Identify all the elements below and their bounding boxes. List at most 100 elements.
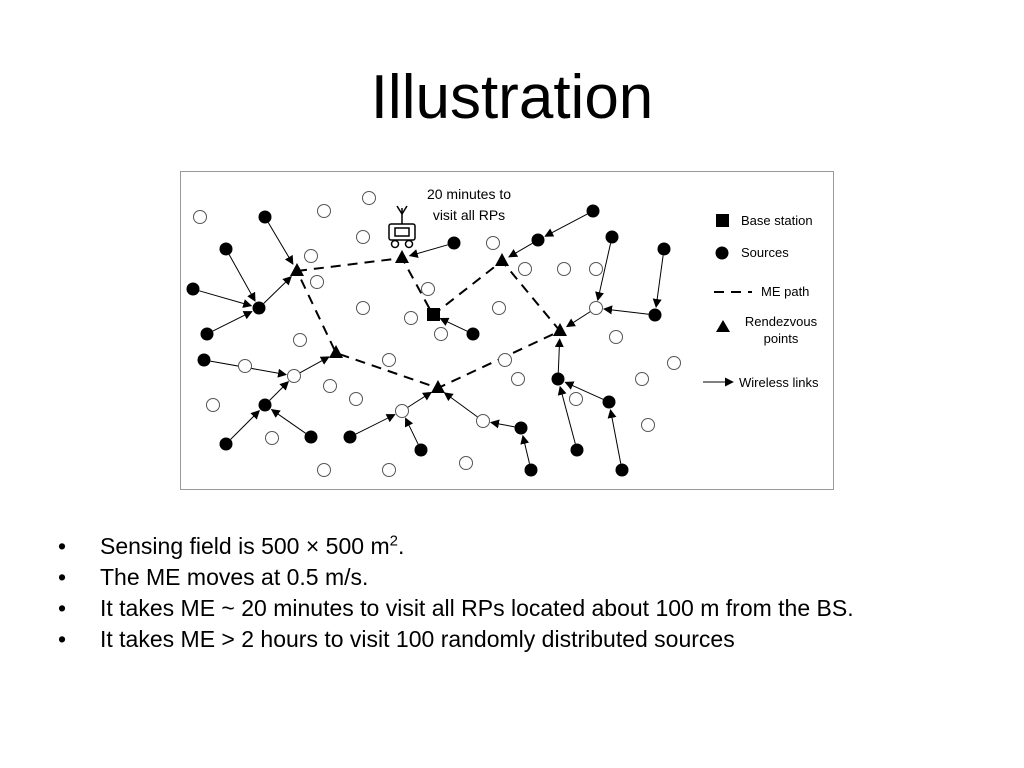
slide-title: Illustration bbox=[370, 63, 654, 132]
sources bbox=[186, 204, 671, 477]
sensor-node bbox=[635, 372, 649, 386]
network-diagram: 20 minutes to visit all RPs Base station… bbox=[180, 171, 834, 490]
source-node bbox=[615, 463, 629, 477]
sensor-node bbox=[609, 330, 623, 344]
legend-base-station-symbol bbox=[716, 214, 729, 227]
bullet-marker: • bbox=[58, 626, 67, 652]
bullet-marker: • bbox=[58, 533, 67, 559]
wireless-link bbox=[557, 385, 576, 444]
sensor-node bbox=[238, 359, 252, 373]
rendezvous-point bbox=[290, 263, 304, 276]
sensor-node bbox=[459, 456, 473, 470]
diagram-frame bbox=[180, 171, 834, 490]
sensor-node bbox=[304, 249, 318, 263]
legend-base-station-label: Base station bbox=[741, 213, 813, 228]
sensor-node bbox=[193, 210, 207, 224]
wireless-links bbox=[199, 213, 664, 464]
source-node bbox=[252, 301, 266, 315]
bullet-item: • It takes ME > 2 hours to visit 100 rand… bbox=[58, 624, 854, 655]
bullet-text: The ME moves at 0.5 m/s. bbox=[100, 564, 369, 590]
source-node bbox=[602, 395, 616, 409]
source-node bbox=[304, 430, 318, 444]
wireless-link bbox=[407, 391, 433, 408]
source-node bbox=[514, 421, 528, 435]
bullet-list: • Sensing field is 500 × 500 m2. • The ME … bbox=[58, 531, 854, 655]
sensor-node bbox=[492, 301, 506, 315]
sensor-node bbox=[589, 262, 603, 276]
rendezvous-point bbox=[495, 253, 509, 266]
wireless-link bbox=[595, 243, 612, 302]
wireless-link bbox=[544, 213, 588, 237]
sensor-node bbox=[486, 236, 500, 250]
source-node bbox=[219, 437, 233, 451]
sensor-node bbox=[382, 353, 396, 367]
sensor-node bbox=[498, 353, 512, 367]
wireless-link bbox=[269, 381, 289, 401]
sensor-node bbox=[557, 262, 571, 276]
bullet-marker: • bbox=[58, 564, 67, 590]
sensor-node bbox=[323, 379, 337, 393]
wireless-link bbox=[439, 317, 468, 332]
source-node bbox=[551, 372, 565, 386]
wireless-link bbox=[489, 419, 515, 429]
rendezvous-point bbox=[329, 345, 343, 358]
me-path bbox=[296, 256, 562, 390]
legend-sources-label: Sources bbox=[741, 245, 789, 260]
legend-wireless-links-label: Wireless links bbox=[739, 375, 819, 390]
legend: Base station Sources ME path Rendezvous … bbox=[703, 213, 819, 390]
wireless-link bbox=[299, 356, 330, 374]
source-node bbox=[466, 327, 480, 341]
legend-source-symbol bbox=[715, 246, 729, 260]
legend-rendezvous-symbol bbox=[716, 320, 730, 332]
network-diagram-svg: 20 minutes to visit all RPs Base station… bbox=[180, 171, 834, 490]
source-node bbox=[648, 308, 662, 322]
rendezvous-points bbox=[290, 250, 567, 393]
sensor-node bbox=[404, 311, 418, 325]
wireless-link bbox=[565, 311, 591, 328]
sensor-node bbox=[641, 418, 655, 432]
sensor-node bbox=[589, 301, 603, 315]
rendezvous-point bbox=[431, 380, 445, 393]
wireless-link bbox=[270, 409, 306, 434]
sensor-node bbox=[667, 356, 681, 370]
wireless-link bbox=[508, 242, 533, 258]
sensor-node bbox=[317, 463, 331, 477]
sensor-node bbox=[287, 369, 301, 383]
sensor-node bbox=[434, 327, 448, 341]
annotation-line-2: visit all RPs bbox=[433, 207, 505, 223]
bullet-item: •It takes ME ~ 20 minutes to visit all R… bbox=[58, 593, 854, 624]
wireless-link bbox=[199, 290, 253, 308]
bullet-superscript: 2 bbox=[389, 532, 398, 550]
sensor-node bbox=[349, 392, 363, 406]
wireless-link bbox=[520, 434, 530, 464]
wireless-link bbox=[652, 255, 664, 308]
me-path-line bbox=[296, 256, 562, 390]
sensor-node bbox=[362, 191, 376, 205]
bullet-text: It takes ME > 2 hours to visit 100 rando… bbox=[100, 626, 735, 652]
bullet-item: • Sensing field is 500 × 500 m2. bbox=[58, 531, 854, 562]
wireless-link bbox=[603, 305, 649, 315]
source-node bbox=[414, 443, 428, 457]
bullet-text: Sensing field is 500 × 500 m bbox=[100, 533, 390, 559]
rendezvous-point bbox=[553, 323, 567, 336]
sensor-node bbox=[476, 414, 490, 428]
wireless-link bbox=[564, 381, 604, 400]
source-node bbox=[657, 242, 671, 256]
sensor-node bbox=[569, 392, 583, 406]
source-node bbox=[258, 210, 272, 224]
sensor-node bbox=[421, 282, 435, 296]
sensor-node bbox=[356, 230, 370, 244]
sensor-node bbox=[382, 463, 396, 477]
bullet-text: It takes ME ~ 20 minutes to visit all RP… bbox=[100, 595, 854, 621]
wireless-link bbox=[405, 417, 419, 445]
wireless-link bbox=[230, 410, 260, 440]
source-node bbox=[343, 430, 357, 444]
wireless-link bbox=[607, 408, 622, 464]
bullet-tail: . bbox=[397, 533, 405, 559]
source-node bbox=[605, 230, 619, 244]
source-node bbox=[219, 242, 233, 256]
sensor-node bbox=[518, 262, 532, 276]
base-station-node bbox=[427, 308, 440, 321]
wireless-link bbox=[263, 275, 292, 304]
legend-rendezvous-label-1: Rendezvous bbox=[745, 314, 818, 329]
